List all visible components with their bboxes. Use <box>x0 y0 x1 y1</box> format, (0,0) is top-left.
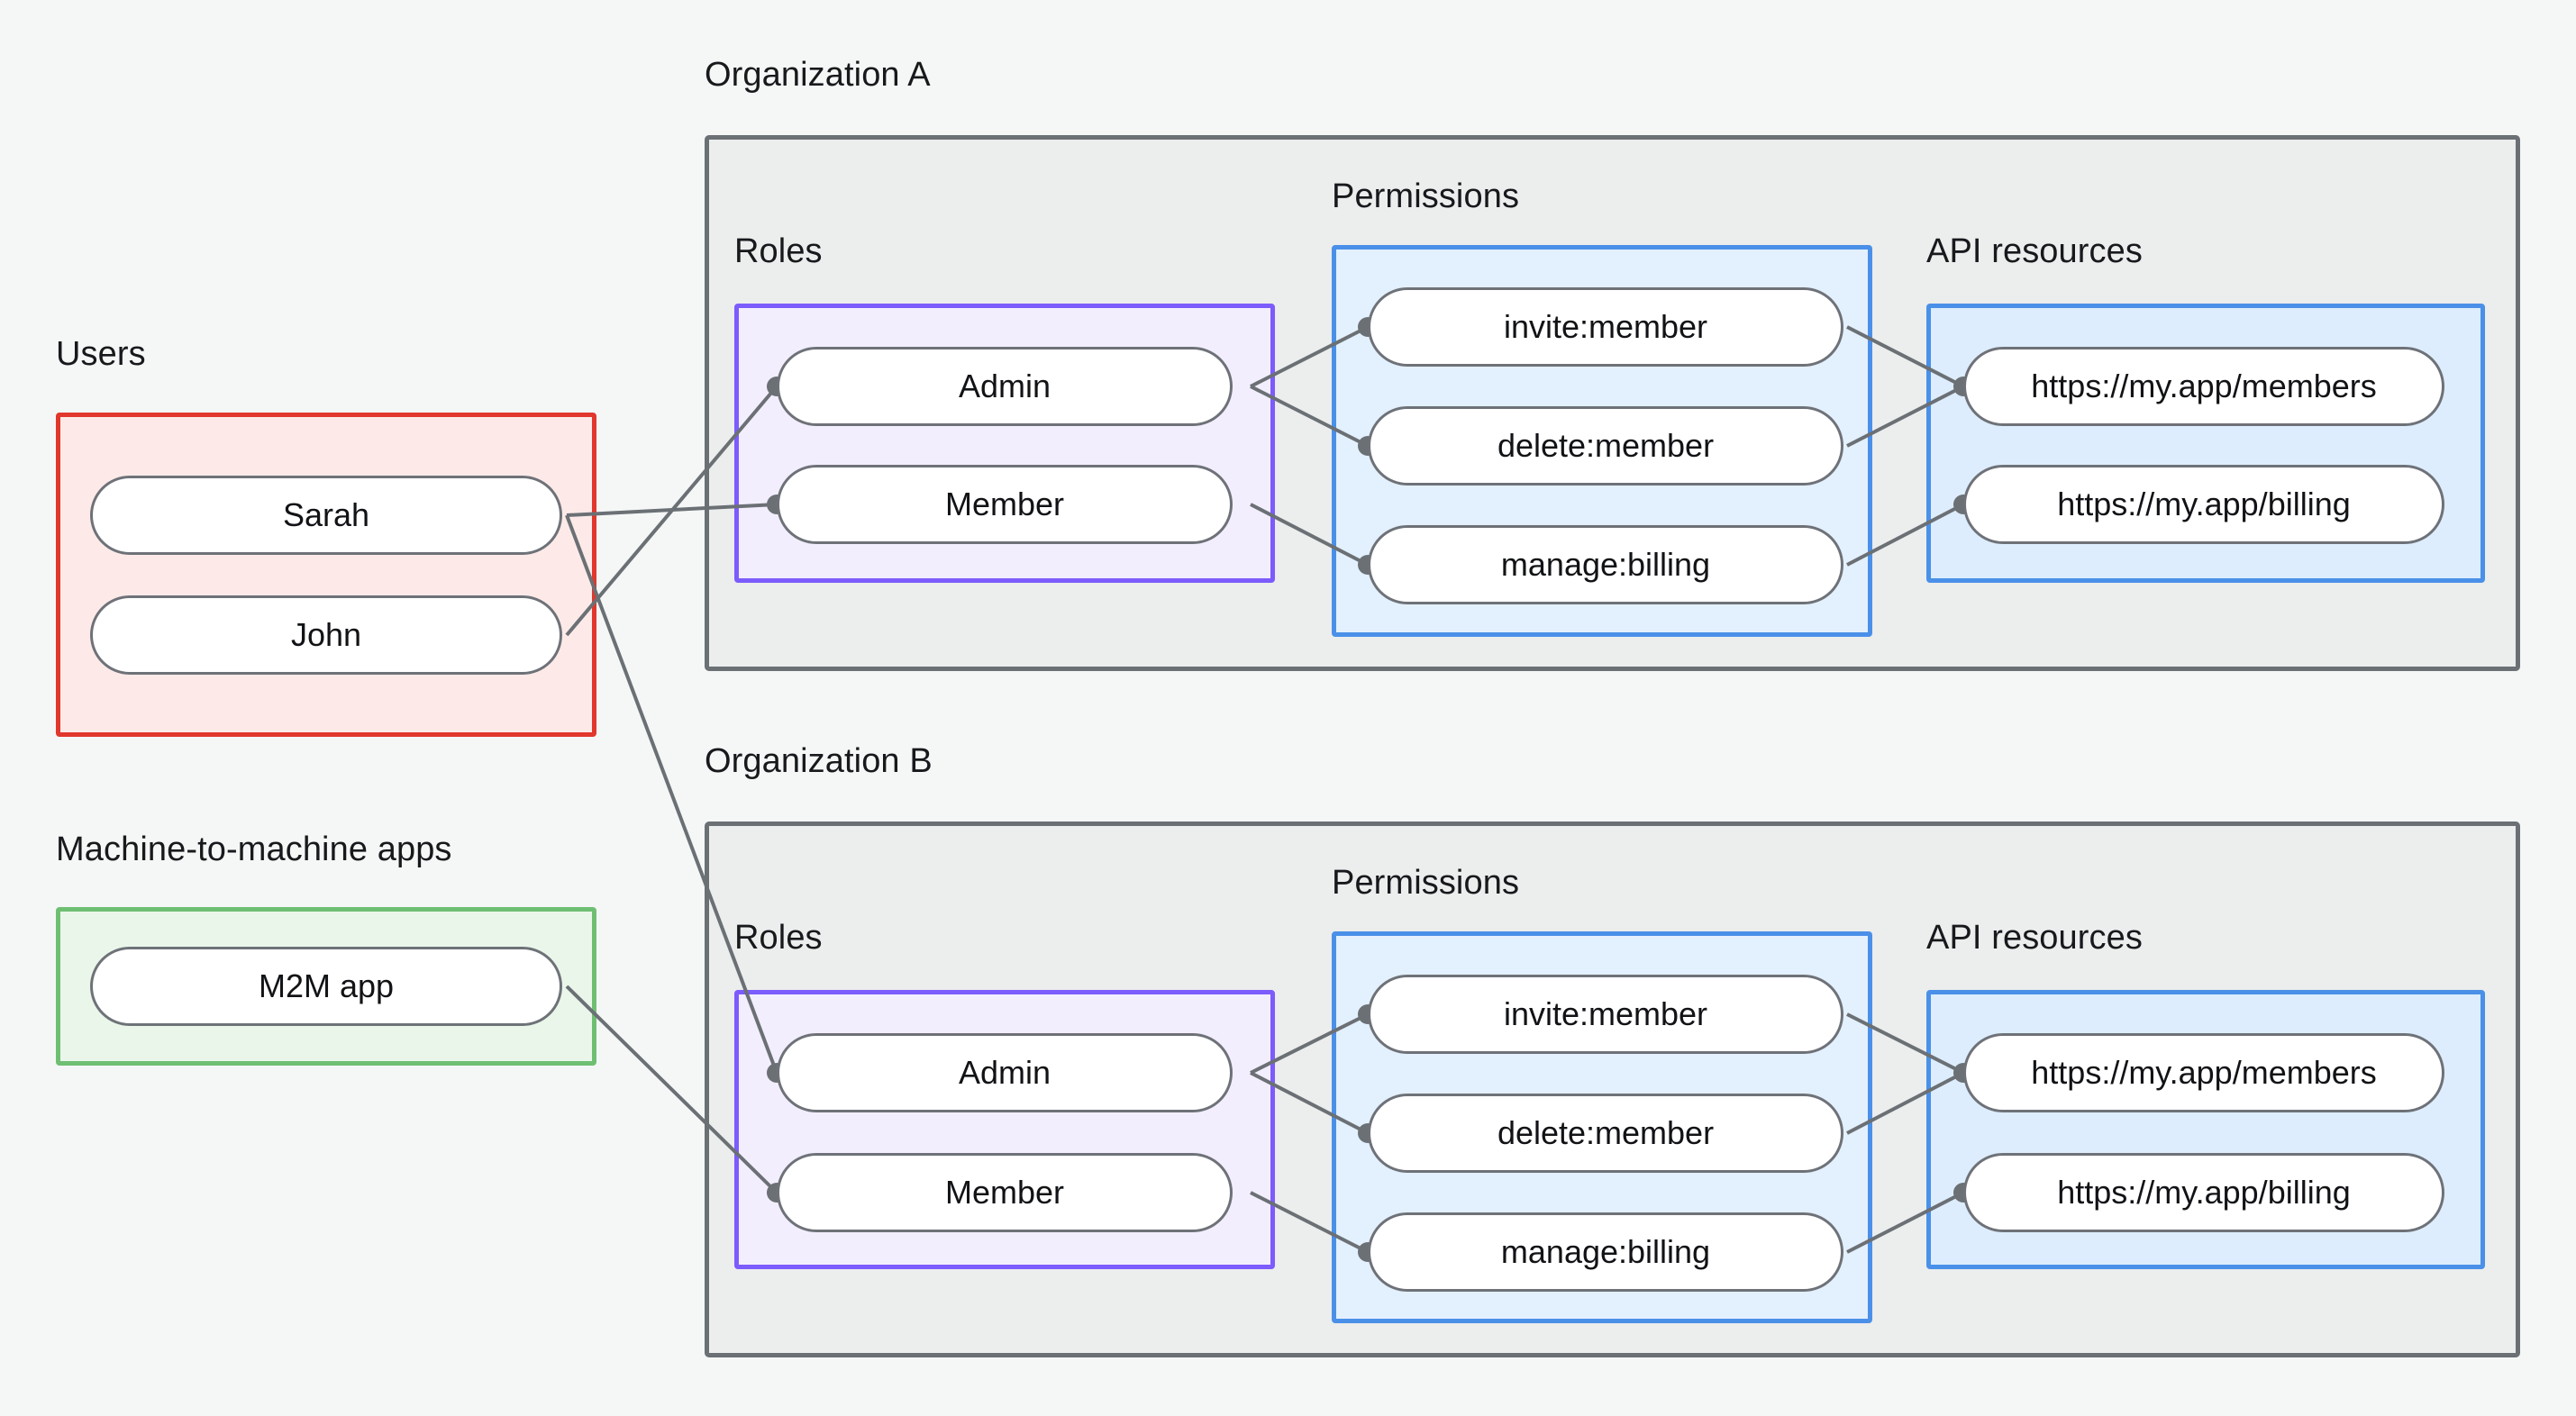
org-a-api-resource-members[interactable]: https://my.app/members <box>1963 347 2444 426</box>
org-a-roles-label: Roles <box>734 232 823 270</box>
org-a-permission-delete-member[interactable]: delete:member <box>1368 406 1843 486</box>
org-b-api-resources-label: API resources <box>1926 919 2143 957</box>
org-a-role-member[interactable]: Member <box>777 465 1233 544</box>
m2m-group-label: Machine-to-machine apps <box>56 831 452 868</box>
org-b-label: Organization B <box>705 742 933 780</box>
org-b-permissions-label: Permissions <box>1332 864 1520 902</box>
org-b-role-member[interactable]: Member <box>777 1153 1233 1232</box>
org-a-permission-manage-billing[interactable]: manage:billing <box>1368 525 1843 604</box>
org-a-permissions-label: Permissions <box>1332 177 1520 215</box>
org-a-permission-invite-member[interactable]: invite:member <box>1368 287 1843 367</box>
user-node-sarah[interactable]: Sarah <box>90 476 562 555</box>
org-b-roles-label: Roles <box>734 919 823 957</box>
org-a-api-resources-label: API resources <box>1926 232 2143 270</box>
org-a-role-admin[interactable]: Admin <box>777 347 1233 426</box>
org-a-api-resource-billing[interactable]: https://my.app/billing <box>1963 465 2444 544</box>
org-b-role-admin[interactable]: Admin <box>777 1033 1233 1112</box>
m2m-node-app[interactable]: M2M app <box>90 947 562 1026</box>
org-b-permission-manage-billing[interactable]: manage:billing <box>1368 1212 1843 1292</box>
user-node-john[interactable]: John <box>90 595 562 675</box>
org-b-api-resource-members[interactable]: https://my.app/members <box>1963 1033 2444 1112</box>
org-b-api-resource-billing[interactable]: https://my.app/billing <box>1963 1153 2444 1232</box>
users-group-box <box>56 413 596 737</box>
org-b-permission-delete-member[interactable]: delete:member <box>1368 1094 1843 1173</box>
org-a-label: Organization A <box>705 56 931 94</box>
users-group-label: Users <box>56 335 146 373</box>
org-b-permission-invite-member[interactable]: invite:member <box>1368 975 1843 1054</box>
